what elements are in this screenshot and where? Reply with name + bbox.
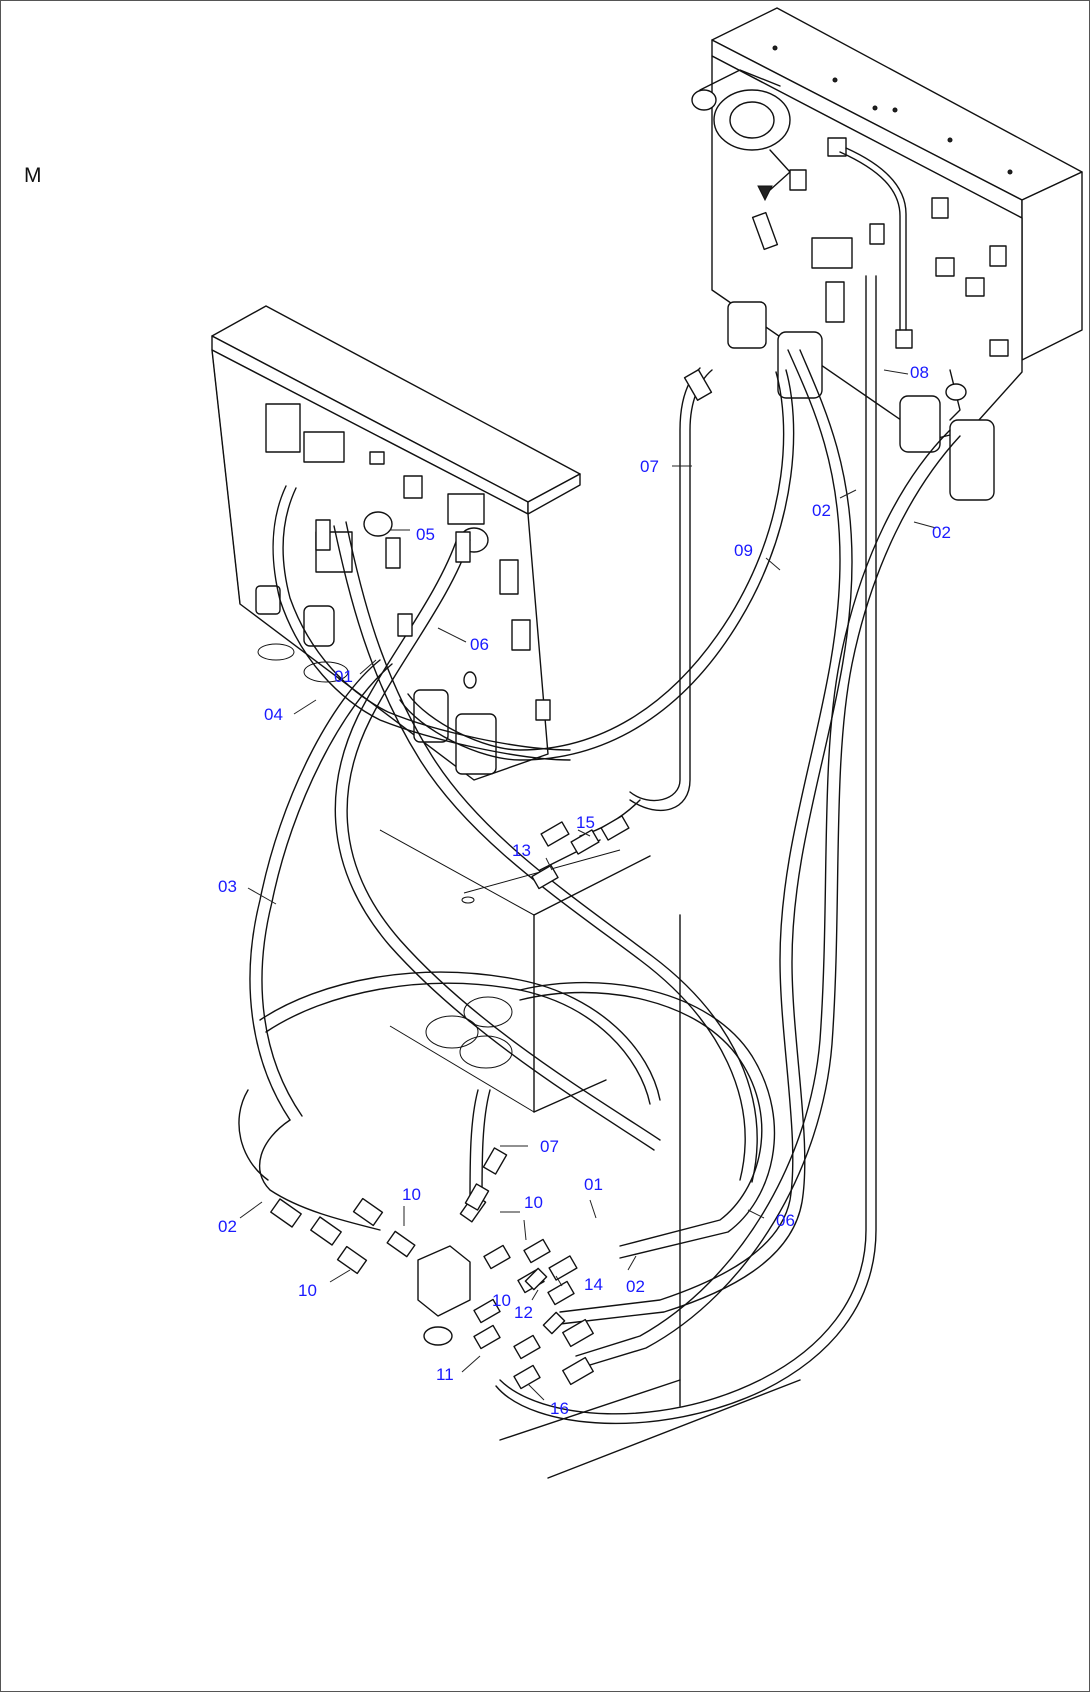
callout-10-b: 10: [524, 1193, 543, 1212]
frame-bracket: [379, 829, 801, 1479]
callout-03: 03: [218, 877, 237, 896]
callout-05: 05: [416, 525, 435, 544]
callout-11: 11: [436, 1365, 454, 1384]
callout-10-d: 10: [492, 1291, 511, 1310]
callout-leaders: [239, 369, 937, 1401]
callout-15: 15: [576, 813, 595, 832]
callout-02-lower-left: 02: [218, 1217, 237, 1236]
right-valve-box: [691, 7, 1083, 501]
callout-04: 04: [264, 705, 283, 724]
callout-07-upper: 07: [640, 457, 659, 476]
callout-10-a: 10: [402, 1185, 421, 1204]
left-valve-box: [211, 305, 581, 781]
callout-08: 08: [910, 363, 929, 382]
callout-06-upper: 06: [470, 635, 489, 654]
fittings: [270, 211, 885, 1390]
callout-01-lower: 01: [584, 1175, 603, 1194]
callout-12: 12: [514, 1303, 533, 1322]
callout-06-lower: 06: [776, 1211, 795, 1230]
callout-02-right: 02: [812, 501, 831, 520]
callout-02-far-right: 02: [932, 523, 951, 542]
callout-14: 14: [584, 1275, 603, 1294]
callout-02-lower-right: 02: [626, 1277, 645, 1296]
callout-10-c: 10: [298, 1281, 317, 1300]
callout-01-upper: 01: [334, 667, 353, 686]
hoses: [238, 275, 961, 1425]
view-letter: M: [24, 164, 42, 187]
callout-09: 09: [734, 541, 753, 560]
callout-07-lower: 07: [540, 1137, 559, 1156]
callout-labels: 05 06 01 04 07 08 02 02 09 15 13 03 07 1…: [218, 363, 951, 1418]
callout-16: 16: [550, 1399, 569, 1418]
callout-13: 13: [512, 841, 531, 860]
